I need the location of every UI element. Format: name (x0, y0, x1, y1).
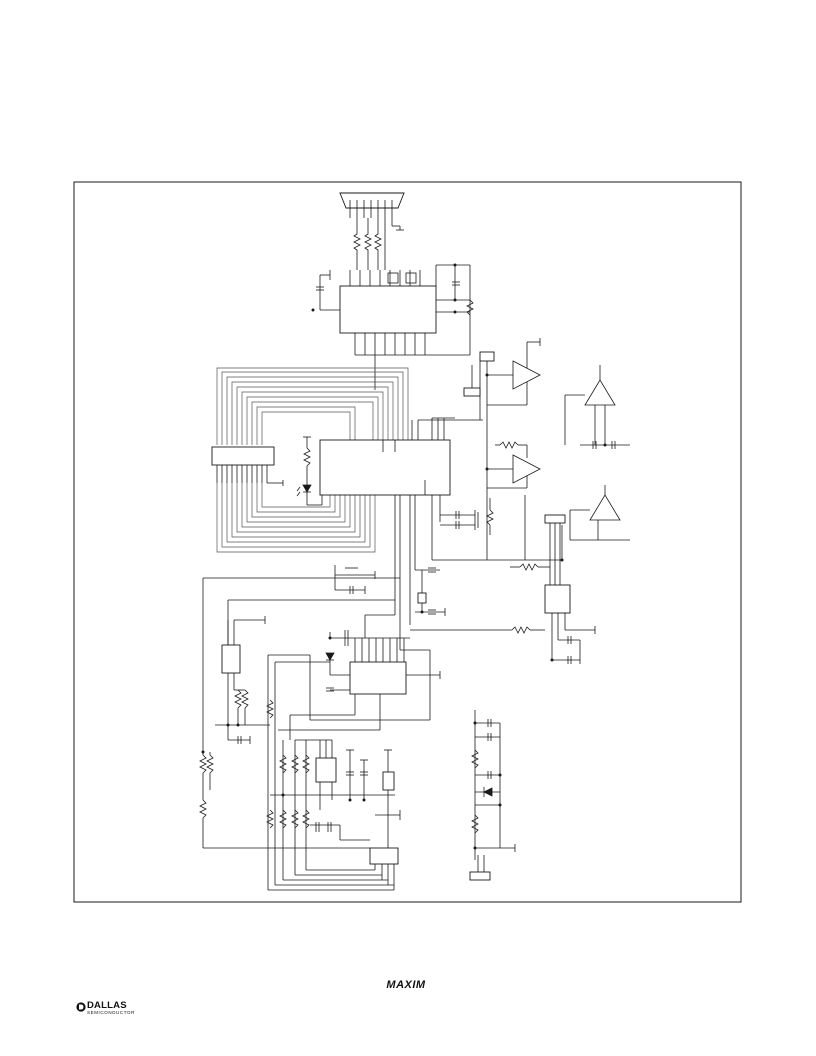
dallas-logo-subtext: SEMICONDUCTOR (87, 1010, 135, 1015)
rs232-transceiver-chip (311, 263, 474, 390)
right-opamps (564, 365, 630, 541)
lower-left-chip (295, 739, 370, 841)
power-filter (346, 749, 401, 848)
lower-center-chip (267, 495, 441, 890)
supervisor-chip (215, 616, 270, 744)
right-interface-chip (410, 514, 596, 664)
maxim-logo: MAXIM (386, 979, 426, 991)
power-supply-section (469, 710, 516, 881)
db9-connector (339, 192, 405, 231)
status-led (296, 436, 323, 506)
dallas-mark-icon (76, 1002, 86, 1012)
junction-dots (201, 310, 607, 850)
serial-resistors (353, 218, 386, 270)
crystal-oscillator (409, 495, 446, 625)
dallas-logo-text: DALLAS (87, 1000, 127, 1011)
mcu-right-wiring (418, 338, 563, 561)
resistor-ladder (199, 699, 395, 880)
bottom-chip (268, 847, 399, 891)
microcontroller-chip (319, 417, 455, 496)
memory-header-chip (211, 446, 284, 486)
diagram-frame (73, 181, 742, 903)
data-bus-loops (216, 367, 409, 553)
